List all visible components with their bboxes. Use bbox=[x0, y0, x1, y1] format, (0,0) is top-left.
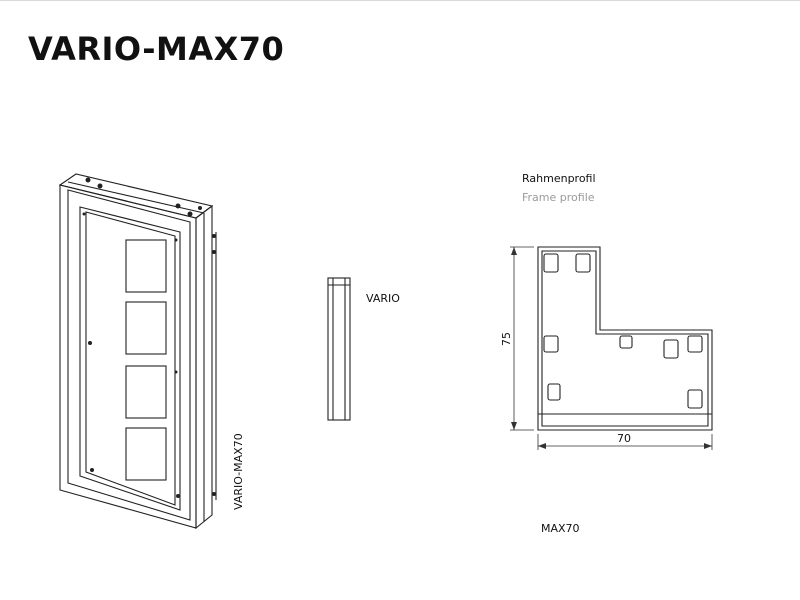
frame-side-depth bbox=[195, 204, 213, 530]
max70-profile-drawing bbox=[537, 246, 713, 431]
top-rule bbox=[0, 0, 800, 1]
vario-label: VARIO bbox=[366, 292, 400, 305]
module-window-1 bbox=[125, 239, 167, 293]
frame-profile-heading-de: Rahmenprofil bbox=[522, 172, 596, 185]
frame-top-depth bbox=[58, 173, 214, 219]
page-title: VARIO-MAX70 bbox=[28, 30, 285, 68]
module-window-2 bbox=[125, 301, 167, 355]
dim-width-label: 70 bbox=[617, 432, 631, 445]
module-window-4 bbox=[125, 427, 167, 481]
frame-profile-heading-en: Frame profile bbox=[522, 191, 595, 204]
vertical-label: VARIO-MAX70 bbox=[232, 433, 245, 510]
frame-inner-panel bbox=[79, 206, 181, 511]
dim-height-label: 75 bbox=[500, 332, 513, 346]
module-window-3 bbox=[125, 365, 167, 419]
max70-caption: MAX70 bbox=[541, 522, 580, 535]
vario-profile-drawing bbox=[327, 277, 351, 421]
dimension-lines bbox=[510, 246, 713, 450]
